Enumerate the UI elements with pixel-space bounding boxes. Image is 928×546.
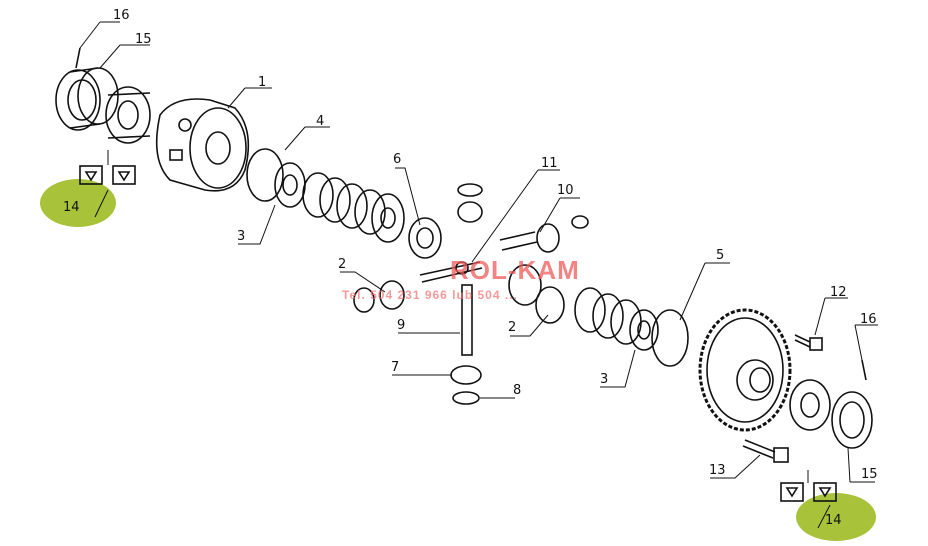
callout-2-left: 2 [338,257,347,272]
crown-gear [698,308,792,432]
pin-16-left [75,47,81,69]
bearing-cone-left [105,86,151,144]
bearing-cup-15-right [831,391,873,449]
watermark-phone: Tel. 504 231 966 lub 504 ... [342,288,518,302]
shaft-10 [499,215,589,253]
pinion-gears-upper [457,183,483,223]
callout-14-right: 14 [825,513,842,528]
side-gear-6 [408,217,442,259]
callout-15-right: 15 [861,467,878,482]
callout-11: 11 [541,156,558,171]
pin-11 [419,261,483,283]
watermark-brand: ROL-KAM [450,255,580,285]
callout-7: 7 [391,360,400,375]
bolt-12 [794,334,823,351]
callout-13: 13 [709,463,726,478]
callout-14-left: 14 [63,200,80,215]
highlight-14-left [40,179,116,227]
cross-shaft-9 [461,284,473,356]
shim-14-left-a [79,165,103,185]
highlight-14-right [796,493,876,541]
shim-14-left-b [112,165,136,185]
callout-16-right: 16 [860,312,877,327]
bolt-13 [742,439,789,463]
bearing-cone-right [789,379,831,431]
pinion-gear-2-left [353,280,405,313]
callout-8: 8 [513,383,522,398]
clutch-discs-left [246,148,405,243]
shim-14-right-b [813,482,837,502]
callout-2-right: 2 [508,320,517,335]
differential-housing-1 [155,98,250,192]
side-gear-2-right [508,264,565,324]
callout-5: 5 [716,248,725,263]
callout-1: 1 [258,75,267,90]
callout-10: 10 [557,183,574,198]
thrust-washer-8 [452,391,480,405]
callout-6: 6 [393,152,402,167]
pin-16-right [861,359,867,381]
shim-14-right-a [780,482,804,502]
pinion-gear-7 [450,365,482,385]
callout-3-left: 3 [237,229,246,244]
callout-16-left: 16 [113,8,130,23]
callout-15-left: 15 [135,32,152,47]
callout-3-right: 3 [600,372,609,387]
callout-12: 12 [830,285,847,300]
clutch-discs-right [574,287,689,367]
callout-4: 4 [316,114,325,129]
callout-9: 9 [397,318,406,333]
bearing-cup-15-left [55,67,119,131]
leader-lines [79,21,878,529]
